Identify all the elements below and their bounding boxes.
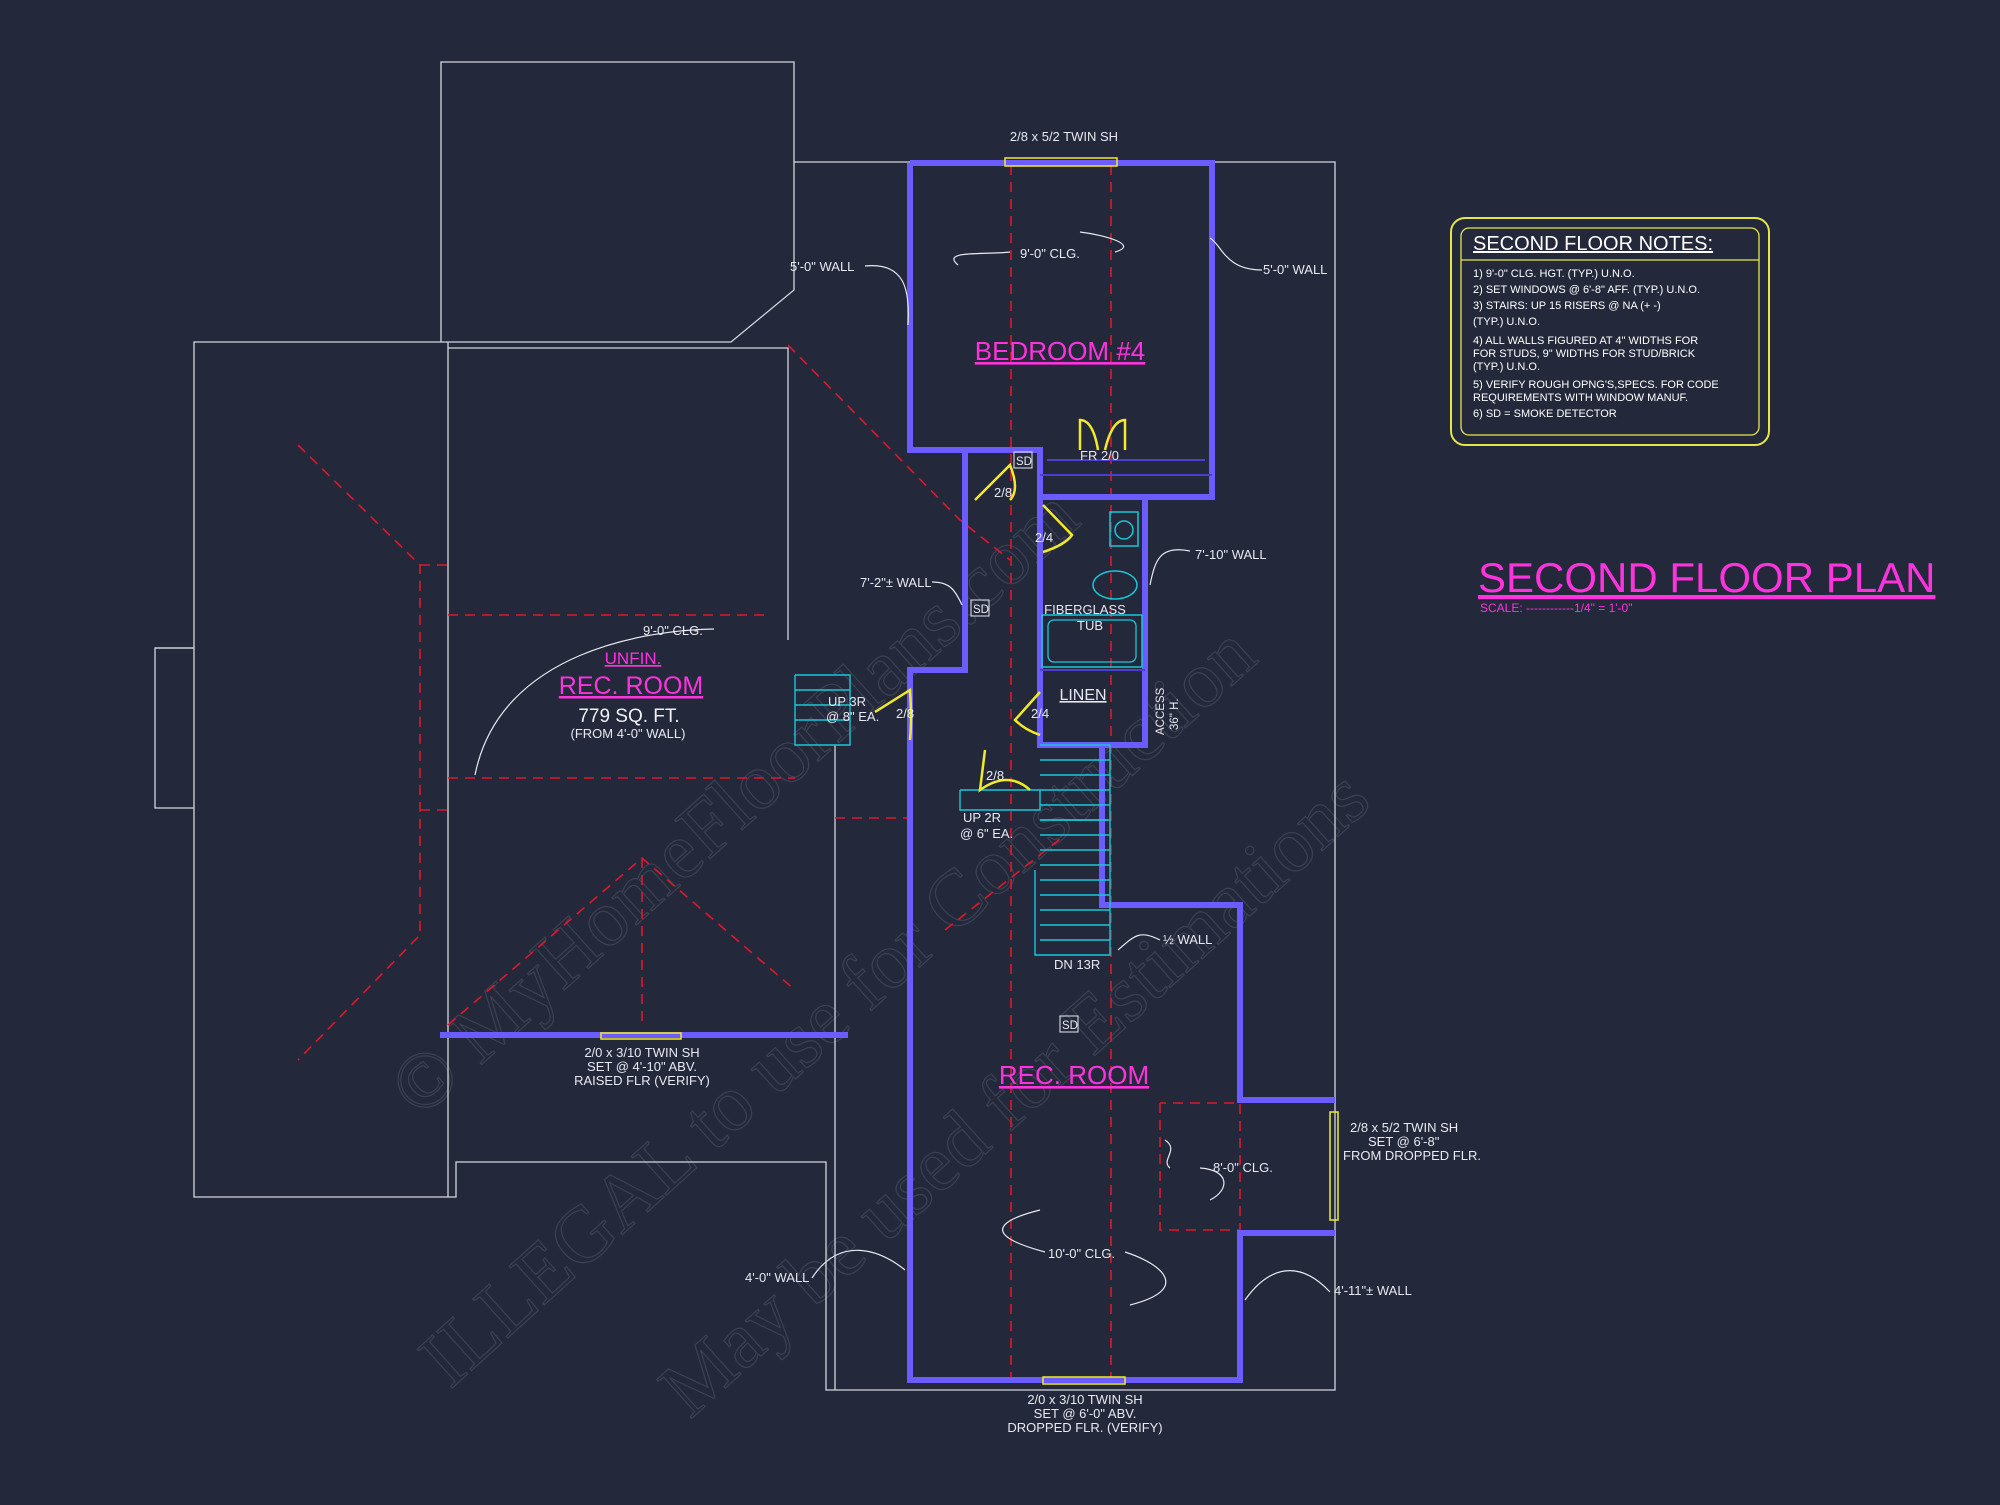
wall-411-label: 4'-11"± WALL — [1334, 1283, 1412, 1298]
second-floor-notes: SECOND FLOOR NOTES: 1) 9'-0" CLG. HGT. (… — [1450, 217, 1770, 446]
note-line: 6) SD = SMOKE DETECTOR — [1473, 408, 1617, 420]
window-right-label-1: 2/8 x 5/2 TWIN SH — [1350, 1120, 1458, 1135]
stair-up3r-rise-label: @ 8" EA. — [826, 709, 879, 724]
label-access: ACCESS — [1155, 687, 1167, 735]
stair-up2r-label: UP 2R — [963, 810, 1001, 825]
wall-72-label: 7'-2"± WALL — [860, 575, 932, 590]
door-24-a-label: 2/4 — [1035, 530, 1053, 545]
window-raised — [600, 1032, 682, 1040]
smoke-detector-3: SD — [1062, 1020, 1078, 1032]
window-right-label-2: SET @ 6'-8" — [1368, 1134, 1440, 1149]
stairs — [794, 674, 1111, 956]
ceiling-10-label: 10'-0" CLG. — [1048, 1246, 1115, 1261]
window-right — [1329, 1111, 1339, 1221]
toilet — [1092, 570, 1138, 600]
stair-dn13r-label: DN 13R — [1054, 957, 1100, 972]
smoke-detector-1: SD — [1016, 456, 1032, 468]
note-line: FOR STUDS, 9" WIDTHS FOR STUD/BRICK — [1473, 348, 1696, 360]
wall-4-label: 4'-0" WALL — [745, 1270, 809, 1285]
wall-710-label: 7'-10" WALL — [1195, 547, 1267, 562]
note-line: 2) SET WINDOWS @ 6'-8" AFF. (TYP.) U.N.O… — [1473, 284, 1700, 296]
wall-5-right-label: 5'-0" WALL — [1263, 262, 1327, 277]
stair-up3r-label: UP 3R — [828, 694, 866, 709]
note-line: (TYP.) U.N.O. — [1473, 316, 1540, 328]
ceiling-8-label: 8'-0" CLG. — [1213, 1160, 1273, 1175]
note-line: 5) VERIFY ROUGH OPNG'S,SPECS. FOR CODE — [1473, 379, 1719, 391]
note-line: 4) ALL WALLS FIGURED AT 4" WIDTHS FOR — [1473, 335, 1698, 347]
note-line: 3) STAIRS: UP 15 RISERS @ NA (+ -) — [1473, 300, 1661, 312]
label-access-height: 36" H. — [1169, 698, 1181, 730]
door-28-c-label: 2/8 — [986, 768, 1004, 783]
half-wall-label: ½ WALL — [1163, 932, 1212, 947]
label-fiberglass: FIBERGLASS — [1044, 602, 1126, 617]
wall-5-left-label: 5'-0" WALL — [790, 259, 854, 274]
ceiling-bedroom-label: 9'-0" CLG. — [1020, 246, 1080, 261]
room-unfin-label: UNFIN. — [605, 649, 662, 668]
room-bedroom-4: BEDROOM #4 — [975, 336, 1146, 366]
smoke-detector-2: SD — [973, 604, 989, 616]
window-raised-label-3: RAISED FLR (VERIFY) — [574, 1073, 710, 1088]
leader-lines — [474, 231, 1331, 1306]
window-raised-label-1: 2/0 x 3/10 TWIN SH — [584, 1045, 699, 1060]
window-bottom — [1042, 1376, 1126, 1385]
window-top-label: 2/8 x 5/2 TWIN SH — [1010, 129, 1118, 144]
stair-up2r-rise-label: @ 6" EA. — [960, 826, 1013, 841]
window-bottom-label-2: SET @ 6'-0" ABV. — [1034, 1406, 1137, 1421]
window-bottom-label-3: DROPPED FLR. (VERIFY) — [1007, 1420, 1162, 1435]
door-24-b-label: 2/4 — [1031, 706, 1049, 721]
notes-heading: SECOND FLOOR NOTES: — [1473, 233, 1713, 255]
window-top — [1004, 157, 1118, 167]
doors-windows — [600, 157, 1339, 1385]
door-fr-label: FR 2/0 — [1080, 448, 1119, 463]
sink — [1109, 511, 1139, 547]
room-rec-room: REC. ROOM — [999, 1060, 1149, 1090]
room-unfin-note: (FROM 4'-0" WALL) — [571, 726, 686, 741]
note-line: (TYP.) U.N.O. — [1473, 361, 1540, 373]
smoke-detectors: SD SD SD — [970, 451, 1079, 1033]
room-unfin-rec: REC. ROOM — [559, 672, 703, 700]
ceiling-rec-label: 9'-0" CLG. — [643, 623, 703, 638]
room-unfin-area: 779 SQ. FT. — [578, 706, 679, 727]
plan-scale: SCALE: ------------1/4" = 1'-0" — [1480, 601, 1632, 615]
note-line: REQUIREMENTS WITH WINDOW MANUF. — [1473, 392, 1688, 404]
note-line: 1) 9'-0" CLG. HGT. (TYP.) U.N.O. — [1473, 268, 1635, 280]
window-bottom-label-1: 2/0 x 3/10 TWIN SH — [1027, 1392, 1142, 1407]
tub-fixture — [1041, 614, 1143, 668]
window-raised-label-2: SET @ 4'-10" ABV. — [587, 1059, 697, 1074]
label-tub: TUB — [1077, 618, 1103, 633]
roof-outline — [154, 61, 1336, 1391]
plan-title: SECOND FLOOR PLAN — [1478, 554, 1935, 601]
label-linen: LINEN — [1059, 687, 1106, 704]
door-28-a-label: 2/8 — [994, 485, 1012, 500]
window-right-label-3: FROM DROPPED FLR. — [1343, 1148, 1481, 1163]
door-28-b-label: 2/8 — [896, 706, 914, 721]
bath-fixtures — [1041, 511, 1143, 668]
